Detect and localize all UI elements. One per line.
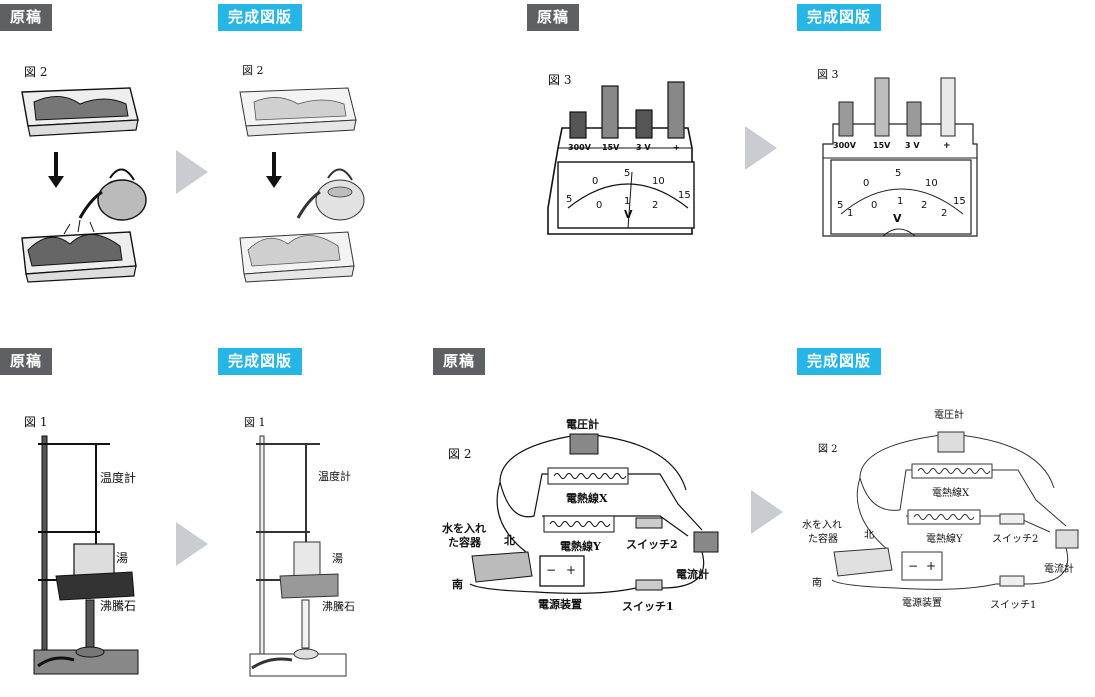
voltmeter-figure-original: 図 3 300V 15V 3 V + 5 0 5 10 15 0 1 2 V <box>540 68 700 235</box>
power-supply-label: 電源装置 <box>902 596 942 609</box>
ammeter-label: 電流計 <box>676 567 709 581</box>
arrow-right-icon <box>176 150 208 194</box>
terminal-label: 300V <box>833 141 857 150</box>
figure-label: 図 2 <box>818 443 838 455</box>
badge-final-1: 完成図版 <box>218 4 303 31</box>
thermometer-label: 温度計 <box>318 469 351 483</box>
thermometer-label: 温度計 <box>100 470 136 485</box>
badge-final-4: 完成図版 <box>797 348 882 375</box>
terminal-label: 300V <box>568 143 592 152</box>
power-minus: − <box>908 559 918 573</box>
power-supply-label: 電源装置 <box>538 597 582 611</box>
scale-bottom-label: 1 <box>847 208 853 219</box>
heater-x-label: 電熱線X <box>932 486 970 499</box>
switch2-label: スイッチ2 <box>626 538 678 551</box>
scale-bottom-label: 1 <box>624 196 630 207</box>
badge-original-4: 原稿 <box>433 348 486 375</box>
scale-bottom-label: 0 <box>871 200 877 211</box>
scale-top-label: 10 <box>925 178 938 189</box>
figure-label: 図 2 <box>24 65 47 79</box>
unit-label: V <box>893 212 902 225</box>
scale-bottom-label: 1 <box>897 196 903 207</box>
power-plus: + <box>566 563 576 577</box>
container-label-line2: た容器 <box>808 532 838 545</box>
boiling-figure-original: 図 1 温度計 湯 沸騰石 <box>24 414 174 680</box>
terminal-label: + <box>943 141 951 151</box>
figure-label: 図 2 <box>448 447 471 461</box>
south-label: 南 <box>452 577 463 591</box>
voltmeter-figure-final: 図 3 300V 15V 3 V + 5 0 5 10 15 1 0 1 2 2… <box>813 64 985 237</box>
circuit-voltmeter-label: 電圧計 <box>566 417 599 431</box>
power-minus: − <box>546 563 556 577</box>
circuit-figure-final: 図 2 電圧計 電熱線X 電熱線Y スイッチ2 電流計 − + 電源装置 スイッ… <box>800 404 1084 614</box>
power-plus: + <box>926 559 936 573</box>
scale-top-label: 0 <box>592 176 598 187</box>
switch2-label: スイッチ2 <box>992 533 1038 545</box>
scale-bottom-label: 2 <box>652 200 658 211</box>
scale-top-label: 10 <box>652 176 665 187</box>
scale-top-label: 5 <box>566 194 572 205</box>
scale-top-label: 15 <box>678 190 691 201</box>
figure-label: 図 3 <box>817 68 839 81</box>
scale-top-label: 15 <box>953 196 966 207</box>
scale-bottom-label: 2 <box>921 200 927 211</box>
circuit-figure-original: 図 2 電圧計 電熱線X 電熱線Y スイッチ2 電流計 − + 電源装置 <box>440 412 730 622</box>
figure-label: 図 1 <box>24 415 47 429</box>
badge-original-2: 原稿 <box>527 4 580 31</box>
terminal-label: 3 V <box>636 143 651 152</box>
terminal-label: + <box>673 143 680 152</box>
container-label-line1: 水を入れ <box>442 521 486 535</box>
arrow-right-icon <box>176 522 208 566</box>
arrow-right-icon <box>745 126 777 170</box>
badge-final-3: 完成図版 <box>218 348 303 375</box>
terminal-label: 15V <box>602 143 620 152</box>
boiling-stone-label: 沸騰石 <box>322 599 355 613</box>
scale-top-label: 0 <box>863 178 869 189</box>
switch1-label: スイッチ1 <box>990 599 1036 611</box>
figure-label: 図 3 <box>548 73 571 87</box>
terminal-label: 15V <box>873 141 891 150</box>
heater-y-label: 電熱線Y <box>926 532 963 545</box>
switch1-label: スイッチ1 <box>622 600 674 613</box>
container-label-line2: た容器 <box>448 535 482 549</box>
terminal-label: 3 V <box>905 141 920 150</box>
heater-y-label: 電熱線Y <box>560 539 601 553</box>
scale-bottom-label: 0 <box>596 200 602 211</box>
kettle-figure-final: 図 2 <box>228 60 368 290</box>
hot-water-label: 湯 <box>332 552 343 565</box>
badge-original-1: 原稿 <box>0 4 53 31</box>
scale-top-label: 5 <box>624 168 630 179</box>
figure-label: 図 1 <box>244 416 266 429</box>
north-label: 北 <box>504 533 515 547</box>
container-label-line1: 水を入れ <box>802 519 842 531</box>
scale-top-label: 5 <box>837 200 843 211</box>
badge-original-3: 原稿 <box>0 348 53 375</box>
scale-bottom-label: 2 <box>941 208 947 219</box>
kettle-figure-original: 図 2 <box>10 60 150 290</box>
scale-top-label: 5 <box>895 168 901 179</box>
badge-final-2: 完成図版 <box>797 4 882 31</box>
ammeter-label: 電流計 <box>1044 562 1074 575</box>
circuit-voltmeter-label: 電圧計 <box>934 408 964 421</box>
boiling-stone-label: 沸騰石 <box>100 598 136 613</box>
hot-water-label: 湯 <box>116 551 128 565</box>
south-label: 南 <box>812 576 822 589</box>
figure-label: 図 2 <box>242 64 264 77</box>
boiling-figure-final: 図 1 温度計 湯 沸騰石 <box>244 414 394 680</box>
arrow-right-icon <box>751 490 783 534</box>
north-label: 北 <box>864 529 874 541</box>
heater-x-label: 電熱線X <box>566 491 608 505</box>
